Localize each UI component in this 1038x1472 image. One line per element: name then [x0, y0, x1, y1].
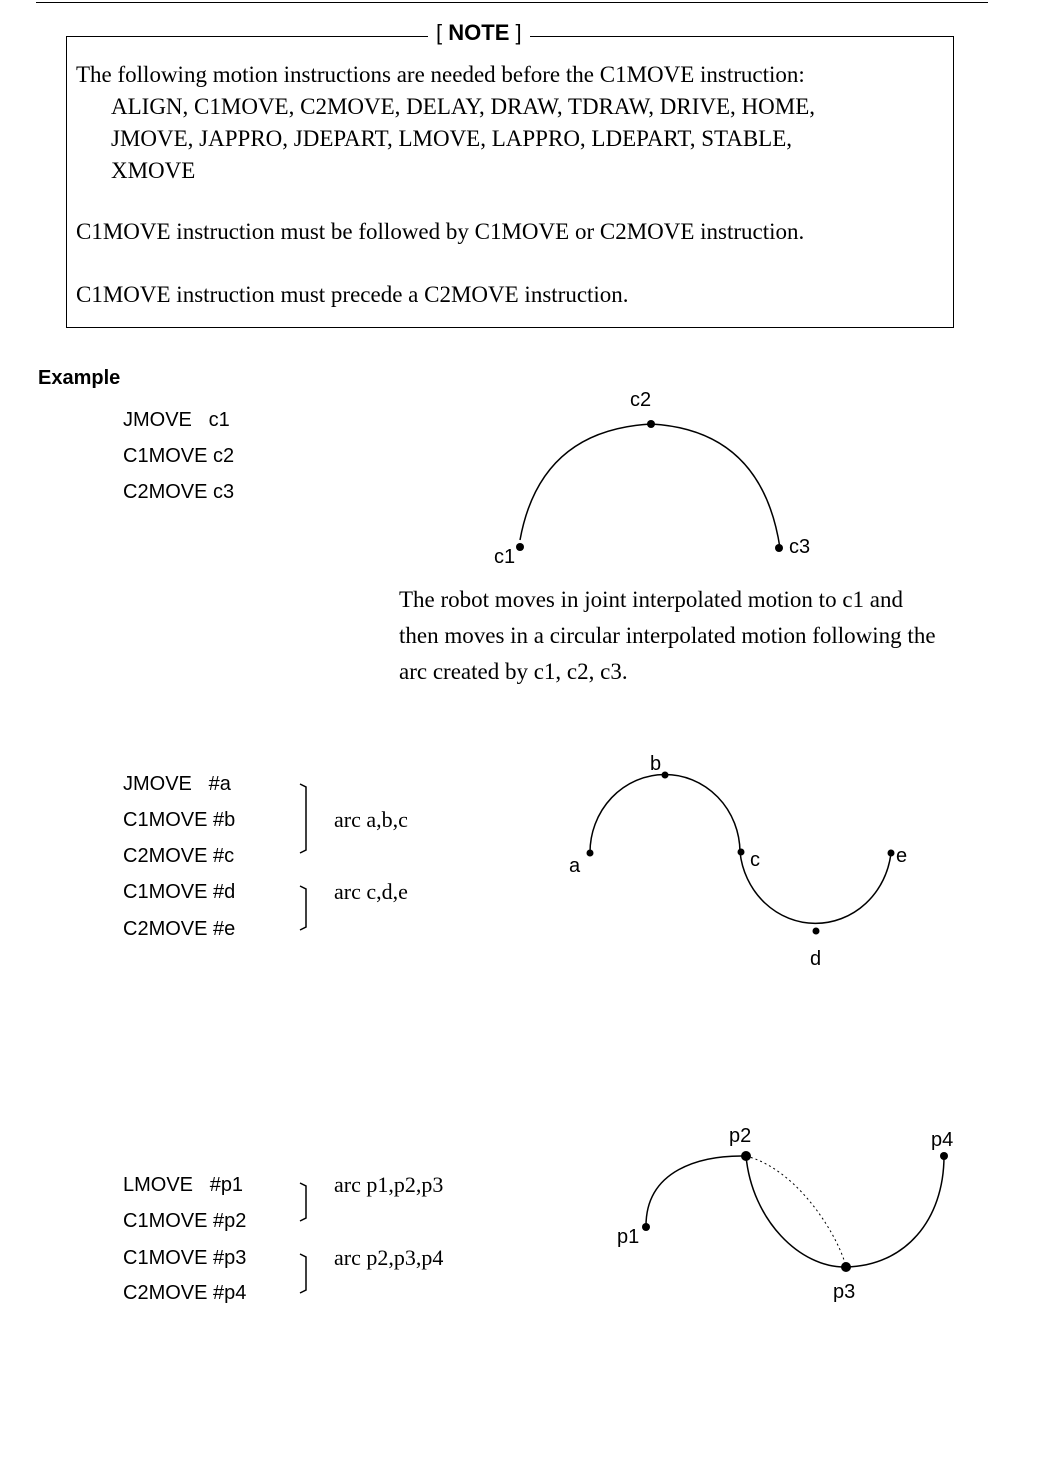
ex2-code-line-4: C1MOVE #d — [123, 881, 236, 903]
ex1-label-c1: c1 — [494, 546, 515, 568]
ex2-label-d: d — [810, 948, 821, 970]
ex3-arc-note-1: arc p1,p2,p3 — [334, 1172, 444, 1197]
ex3-arc-p2-p3 — [745, 1155, 847, 1268]
ex1-code-line-3: C2MOVE c3 — [123, 481, 235, 503]
ex3-arc-p3-p4 — [845, 1155, 945, 1268]
note-line-1: The following motion instructions are ne… — [76, 62, 805, 87]
ex1-point-c2 — [647, 420, 655, 428]
ex2-code-line-1: JMOVE #a — [123, 773, 231, 795]
ex2-bracket-2 — [299, 885, 307, 931]
ex3-point-p2 — [741, 1151, 751, 1161]
ex2-label-c: c — [750, 849, 760, 871]
ex2-arc-cde — [739, 851, 892, 925]
ex1-diagram: c2 c1 c3 — [494, 389, 810, 568]
ex1-label-c3: c3 — [789, 536, 810, 558]
ex3-bracket-2 — [299, 1253, 307, 1294]
ex3-diagram: p1 p2 p3 p4 — [617, 1125, 953, 1303]
ex2-label-b: b — [650, 753, 661, 775]
note-bracket-close: ] — [515, 20, 522, 45]
ex2-point-c — [737, 848, 745, 856]
ex2-code-line-5: C2MOVE #e — [123, 918, 236, 940]
note-line-6: C1MOVE instruction must precede a C2MOVE… — [76, 282, 629, 307]
ex3-arc-p1-p2 — [645, 1155, 747, 1227]
ex3-bracket-1 — [299, 1182, 307, 1222]
ex1-code-line-1: JMOVE c1 — [123, 409, 230, 431]
ex1-point-c3 — [775, 544, 783, 552]
ex3-code-line-2: C1MOVE #p2 — [123, 1210, 247, 1232]
ex2-code-line-2: C1MOVE #b — [123, 809, 236, 831]
ex3-point-p3 — [841, 1262, 851, 1272]
ex1-description-line-3: arc created by c1, c2, c3. — [399, 659, 628, 684]
top-rule — [36, 2, 988, 3]
ex1-description-line-1: The robot moves in joint interpolated mo… — [399, 587, 903, 612]
ex3-point-p1 — [642, 1223, 650, 1231]
ex2-point-b — [661, 771, 669, 779]
ex1-label-c2: c2 — [630, 389, 651, 411]
ex2-arc-abc — [589, 773, 741, 854]
ex2-arc-note-2: arc c,d,e — [334, 879, 408, 904]
ex2-point-d — [812, 927, 820, 935]
ex2-arc-note-1: arc a,b,c — [334, 807, 408, 832]
ex2-code-line-3: C2MOVE #c — [123, 845, 235, 867]
ex2-label-e: e — [896, 845, 907, 867]
ex3-brackets — [299, 1182, 307, 1294]
note-title-text: NOTE — [448, 20, 510, 45]
ex2-diagram: a b c d e — [569, 753, 907, 970]
note-line-3: JMOVE, JAPPRO, JDEPART, LMOVE, LAPPRO, L… — [111, 126, 793, 151]
ex2-point-e — [887, 849, 895, 857]
ex3-label-p1: p1 — [617, 1226, 639, 1248]
example-heading: Example — [38, 367, 121, 389]
ex2-label-a: a — [569, 855, 581, 877]
note-title: [ NOTE ] — [428, 18, 530, 48]
ex3-label-p3: p3 — [833, 1281, 855, 1303]
note-line-4: XMOVE — [111, 158, 196, 183]
ex2-brackets — [299, 783, 307, 931]
ex1-description-line-2: then moves in a circular interpolated mo… — [399, 623, 936, 648]
ex3-arc-note-2: arc p2,p3,p4 — [334, 1245, 444, 1270]
ex3-arc-dotted — [745, 1155, 847, 1268]
ex3-code-line-1: LMOVE #p1 — [123, 1174, 244, 1196]
note-line-5: C1MOVE instruction must be followed by C… — [76, 219, 805, 244]
ex3-label-p2: p2 — [729, 1125, 751, 1147]
note-line-2: ALIGN, C1MOVE, C2MOVE, DELAY, DRAW, TDRA… — [111, 94, 816, 119]
note-bracket-open: [ — [436, 20, 443, 45]
ex3-point-p4 — [940, 1152, 948, 1160]
ex1-point-c1 — [516, 543, 524, 551]
ex1-arc — [519, 423, 781, 549]
ex3-code-line-4: C2MOVE #p4 — [123, 1282, 247, 1304]
ex2-bracket-1 — [299, 783, 307, 854]
ex2-point-a — [586, 849, 594, 857]
ex3-label-p4: p4 — [931, 1129, 953, 1151]
ex3-code-line-3: C1MOVE #p3 — [123, 1247, 247, 1269]
ex1-code-line-2: C1MOVE c2 — [123, 445, 235, 467]
